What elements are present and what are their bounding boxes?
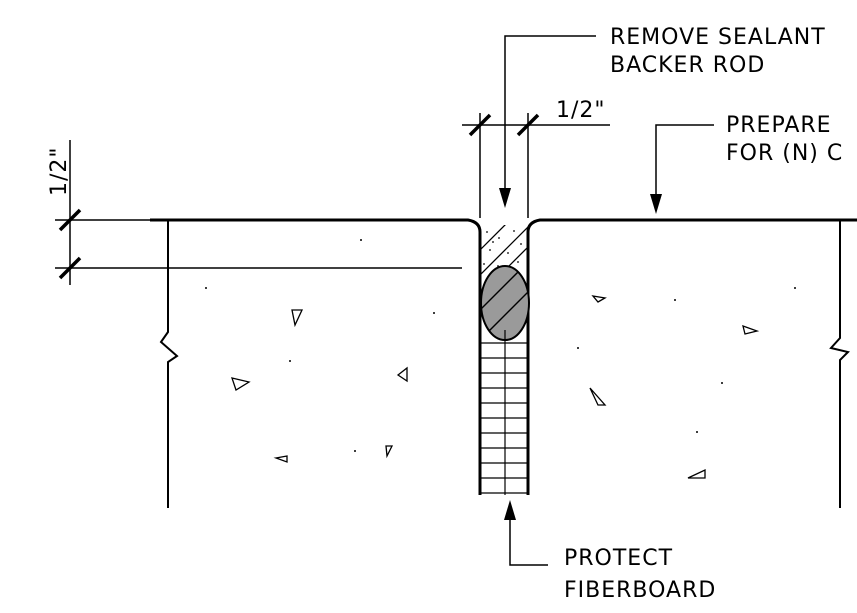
- aggregate-marks: [231, 295, 760, 479]
- sealant-depth-label: 1/2": [47, 146, 72, 196]
- protect-fiberboard-leader: [504, 500, 548, 566]
- sealant-depth-dimension: [55, 140, 462, 285]
- left-slab: [150, 218, 482, 508]
- fiberboard: [480, 330, 528, 495]
- prepare-label-line2: FOR (N) C: [726, 141, 843, 166]
- joint-width-dimension: [462, 113, 610, 218]
- prepare-leader: [650, 124, 714, 214]
- remove-sealant-leader: [499, 35, 596, 208]
- aggregate-dots: [205, 239, 796, 452]
- right-slab: [526, 218, 857, 508]
- sealant: [480, 225, 528, 275]
- protect-label-line2: FIBERBOARD: [564, 578, 716, 603]
- remove-sealant-label-line1: REMOVE SEALANT: [610, 25, 826, 50]
- remove-sealant-label-line2: BACKER ROD: [610, 53, 765, 78]
- protect-label-line1: PROTECT: [564, 546, 673, 571]
- joint-width-label: 1/2": [556, 98, 606, 123]
- prepare-label-line1: PREPARE: [726, 113, 832, 138]
